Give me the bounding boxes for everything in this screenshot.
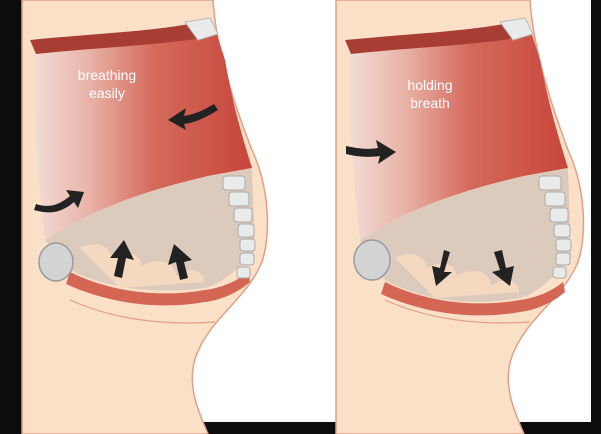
label-line-1: holding xyxy=(407,77,452,93)
panel-breathing-easily: breathing easily xyxy=(22,0,267,434)
pelvis-bone xyxy=(39,243,73,281)
label-line-2: easily xyxy=(89,85,125,101)
right-border xyxy=(591,0,601,434)
left-border xyxy=(0,0,22,434)
pelvis-bone xyxy=(354,240,390,280)
label-line-2: breath xyxy=(410,95,450,111)
label-line-1: breathing xyxy=(78,67,136,83)
panel-holding-breath: holding breath xyxy=(336,0,583,434)
